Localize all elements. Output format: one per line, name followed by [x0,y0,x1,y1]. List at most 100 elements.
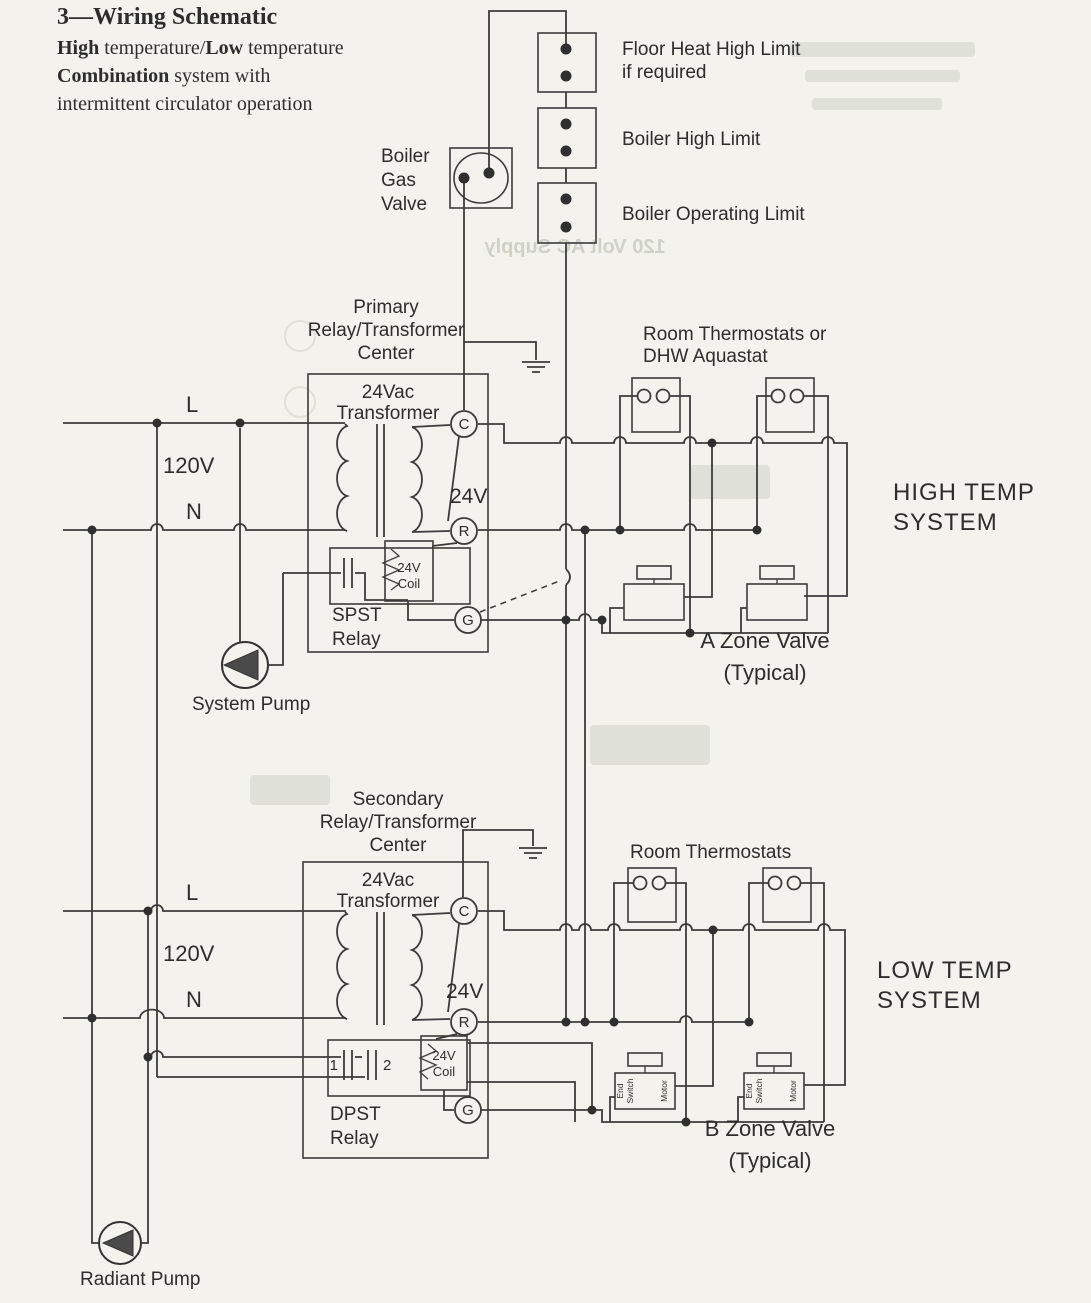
secondary-coil-label2: Coil [433,1064,456,1079]
labels: 3—Wiring Schematic High temperature/Low … [57,4,1035,1290]
boiler-high-limit-box [537,107,597,169]
b-zone-valve-label: B Zone Valve [705,1116,835,1141]
radiant-pump-symbol [98,1221,142,1265]
terminal-dots [87,43,805,1127]
coil-box-primary [384,540,434,602]
floor-heat-limit-label: Floor Heat High Limit [622,39,801,60]
bleedthrough-smudge [805,70,960,82]
end-switch-label2: Switch [754,1078,764,1103]
thermostats-high-label2: DHW Aquastat [643,346,768,367]
gas-valve-label1: Boiler [381,146,430,167]
primary-coil-label1: 24V [397,560,420,575]
motor-label: Motor [659,1080,669,1102]
boiler-operating-limit-label: Boiler Operating Limit [622,204,805,225]
low-temp-label2: SYSTEM [877,987,982,1014]
high-temp-label1: HIGH TEMP [893,479,1035,506]
thermostats-high-label1: Room Thermostats or [643,324,827,345]
secondary-xfmr-label1: 24Vac [362,870,414,891]
secondary-coil-label1: 24V [432,1048,455,1063]
primary-center-box [307,373,489,653]
a-zone-valve-cap [636,565,672,580]
a-zone-valve-label2: (Typical) [723,660,806,685]
secondary-center-label3: Center [369,835,427,856]
b-zone-valve-cap [756,1052,792,1067]
bleedthrough-smudge [812,98,942,110]
bleedthrough-smudge [790,42,975,57]
relay-terminals: C R G C R G [450,410,482,1124]
a-zone-valve-body [623,583,685,621]
low-temp-label1: LOW TEMP [877,957,1013,984]
n-label-high: N [186,499,202,524]
thermostat-box [762,867,812,923]
bleedthrough-smudge [250,775,330,805]
floor-heat-limit-box [537,32,597,93]
high-temp-label2: SYSTEM [893,509,998,536]
gas-valve-label2: Gas [381,170,416,191]
spst-relay-label1: SPST [332,605,382,626]
bleedthrough-smudge [590,725,710,765]
spst-relay-box [329,547,471,605]
end-switch-label: End [744,1083,754,1098]
bleedthrough-text: 120 Volt AC Supply [484,236,666,258]
secondary-center-box [302,861,489,1159]
primary-24v-label: 24V [450,485,487,508]
dpst-relay-box [327,1039,471,1097]
floor-heat-limit-label2: if required [622,62,707,83]
120v-label-high: 120V [163,453,215,478]
thermostat-box [765,377,815,433]
gas-valve-label3: Valve [381,194,427,215]
thermostats-low-label: Room Thermostats [630,842,791,863]
gas-valve-box [449,147,513,209]
wiring [63,10,848,1244]
primary-xfmr-label2: Transformer [337,403,440,424]
bleedthrough-smudge [284,320,316,352]
n-label-low: N [186,987,202,1012]
end-switch-label: End [615,1083,625,1098]
primary-center-label3: Center [357,343,415,364]
primary-center-label2: Relay/Transformer [308,320,465,341]
motor-label: Motor [788,1080,798,1102]
thermostat-box [631,377,681,433]
120v-label-low: 120V [163,941,215,966]
bleedthrough-artifacts: 120 Volt AC Supply [250,42,975,805]
end-switch-label2: Switch [625,1078,635,1103]
contact2-label: 2 [383,1057,391,1074]
system-pump-label: System Pump [192,694,310,715]
b-zone-valve-cap [627,1052,663,1067]
secondary-xfmr-label2: Transformer [337,891,440,912]
l-label-low: L [186,880,198,905]
page-title: 3—Wiring Schematic [57,4,278,30]
terminal-r-primary: R [459,523,470,540]
gas-valve-symbol [453,152,509,204]
subtitle-line3: intermittent circulator operation [57,93,312,115]
a-zone-valve-cap [759,565,795,580]
terminal-c-secondary: C [459,903,470,920]
spst-relay-label2: Relay [332,629,381,650]
secondary-24v-label: 24V [446,980,483,1003]
system-pump-symbol [221,641,269,689]
terminal-c-primary: C [459,416,470,433]
b-zone-valve-label2: (Typical) [728,1148,811,1173]
primary-coil-label2: Coil [398,576,421,591]
boiler-operating-limit-box [537,182,597,244]
dpst-relay-label1: DPST [330,1104,381,1125]
secondary-center-label1: Secondary [353,789,444,810]
bleedthrough-smudge [284,386,316,418]
primary-center-label1: Primary [353,297,419,318]
subtitle-line2: Combination system with [57,65,270,87]
terminal-g-primary: G [462,612,474,629]
boiler-high-limit-label: Boiler High Limit [622,129,761,150]
dpst-relay-label2: Relay [330,1128,379,1149]
terminal-r-secondary: R [459,1014,470,1031]
contact1-label: 1 [330,1057,338,1074]
terminal-g-secondary: G [462,1102,474,1119]
a-zone-valve-label: A Zone Valve [700,628,829,653]
secondary-center-label2: Relay/Transformer [320,812,477,833]
primary-xfmr-label1: 24Vac [362,382,414,403]
coil-box-secondary [420,1035,468,1091]
radiant-pump-label: Radiant Pump [80,1269,200,1290]
a-zone-valve-body [746,583,808,621]
l-label-high: L [186,392,198,417]
